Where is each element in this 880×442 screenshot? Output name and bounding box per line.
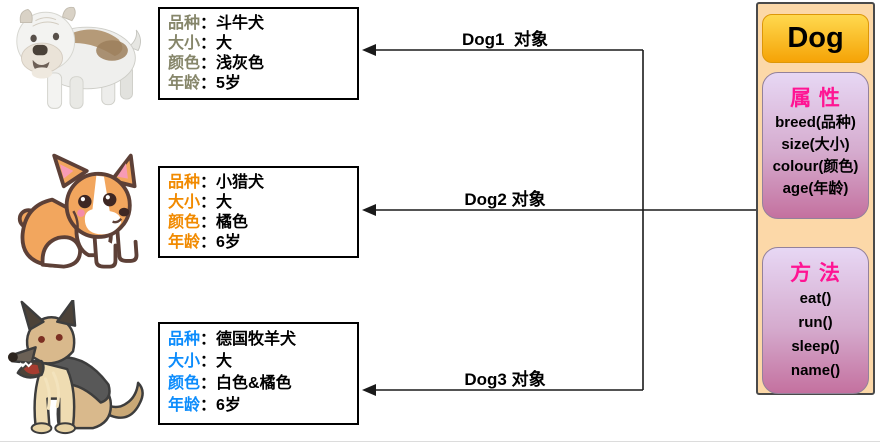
colon-separator: ： <box>200 331 217 348</box>
colon-separator: ： <box>200 397 217 414</box>
dog2-attributes-box: 品种：小猎犬 大小：大 颜色：橘色 年龄：6岁 <box>158 166 359 258</box>
attribute-label: 年龄 <box>168 75 201 92</box>
method-item: name() <box>790 362 841 379</box>
attribute-value: 白色&橘色 <box>216 375 292 392</box>
german-shepherd-icon <box>7 300 144 435</box>
attribute-value: 5岁 <box>216 75 241 92</box>
corgi-image <box>14 150 148 278</box>
attribute-value: 小猎犬 <box>216 174 265 191</box>
attribute-label: 大小 <box>168 35 201 52</box>
attribute-row: 品种：斗牛犬 <box>168 14 357 34</box>
dog2-arrow-label: Dog2 对象 <box>464 190 546 209</box>
attribute-label: 颜色 <box>168 55 201 72</box>
attribute-row: 大小：大 <box>168 193 357 213</box>
attribute-value: 6岁 <box>216 234 241 251</box>
attribute-value: 德国牧羊犬 <box>216 331 297 348</box>
attribute-item: age(年龄) <box>782 180 849 197</box>
dog-class-panel: Dog 属 性 breed(品种) size(大小) colour(颜色) ag… <box>756 2 875 395</box>
colon-separator: ： <box>200 174 217 191</box>
arrow-head-dog1 <box>362 44 376 56</box>
attribute-label: 大小 <box>168 353 201 370</box>
method-item: sleep() <box>791 338 840 355</box>
attribute-row: 年龄：5岁 <box>168 74 357 94</box>
attribute-row: 年龄：6岁 <box>168 395 357 417</box>
class-title: Dog <box>787 22 844 54</box>
attribute-row: 颜色：橘色 <box>168 213 357 233</box>
method-item: run() <box>798 314 833 331</box>
methods-section-title: 方 法 <box>790 262 841 285</box>
colon-separator: ： <box>200 15 217 32</box>
dog1-arrow-label: Dog1 对象 <box>462 30 548 49</box>
colon-separator: ： <box>200 234 217 251</box>
attribute-value: 大 <box>216 194 233 211</box>
colon-separator: ： <box>200 214 217 231</box>
attribute-row: 品种：德国牧羊犬 <box>168 329 357 351</box>
attribute-row: 颜色：浅灰色 <box>168 54 357 74</box>
colon-separator: ： <box>200 75 217 92</box>
corgi-icon <box>17 153 139 269</box>
dog3-attributes-box: 品种：德国牧羊犬 大小：大 颜色：白色&橘色 年龄：6岁 <box>158 322 359 425</box>
german-shepherd-image <box>2 300 150 440</box>
attribute-label: 大小 <box>168 194 201 211</box>
attribute-label: 年龄 <box>168 397 201 414</box>
attributes-section-title: 属 性 <box>790 87 841 110</box>
colon-separator: ： <box>200 194 217 211</box>
attribute-value: 浅灰色 <box>216 55 265 72</box>
attribute-label: 品种 <box>168 331 201 348</box>
colon-separator: ： <box>200 353 217 370</box>
methods-section: 方 法 eat() run() sleep() name() <box>762 247 869 394</box>
attribute-item: breed(品种) <box>775 114 856 131</box>
attribute-row: 品种：小猎犬 <box>168 173 357 193</box>
colon-separator: ： <box>200 55 217 72</box>
attribute-item: colour(颜色) <box>772 158 859 175</box>
attribute-value: 大 <box>216 353 233 370</box>
dog3-arrow-label: Dog3 对象 <box>464 370 546 389</box>
attribute-item: size(大小) <box>781 136 850 153</box>
attribute-value: 橘色 <box>216 214 249 231</box>
class-title-header: Dog <box>762 14 869 63</box>
bulldog-icon <box>16 6 141 109</box>
attribute-label: 年龄 <box>168 234 201 251</box>
attribute-label: 品种 <box>168 15 201 32</box>
attribute-row: 大小：大 <box>168 34 357 54</box>
attributes-section: 属 性 breed(品种) size(大小) colour(颜色) age(年龄… <box>762 72 869 219</box>
attribute-value: 斗牛犬 <box>216 15 265 32</box>
arrow-head-dog2 <box>362 204 376 216</box>
attribute-value: 大 <box>216 35 233 52</box>
arrow-head-dog3 <box>362 384 376 396</box>
dog1-attributes-box: 品种：斗牛犬 大小：大 颜色：浅灰色 年龄：5岁 <box>158 7 359 100</box>
bulldog-image <box>2 2 152 114</box>
colon-separator: ： <box>200 35 217 52</box>
method-item: eat() <box>799 290 832 307</box>
attribute-row: 大小：大 <box>168 351 357 373</box>
attribute-label: 品种 <box>168 174 201 191</box>
attribute-label: 颜色 <box>168 375 201 392</box>
attribute-label: 颜色 <box>168 214 201 231</box>
attribute-row: 年龄：6岁 <box>168 233 357 253</box>
attribute-value: 6岁 <box>216 397 241 414</box>
colon-separator: ： <box>200 375 217 392</box>
attribute-row: 颜色：白色&橘色 <box>168 373 357 395</box>
